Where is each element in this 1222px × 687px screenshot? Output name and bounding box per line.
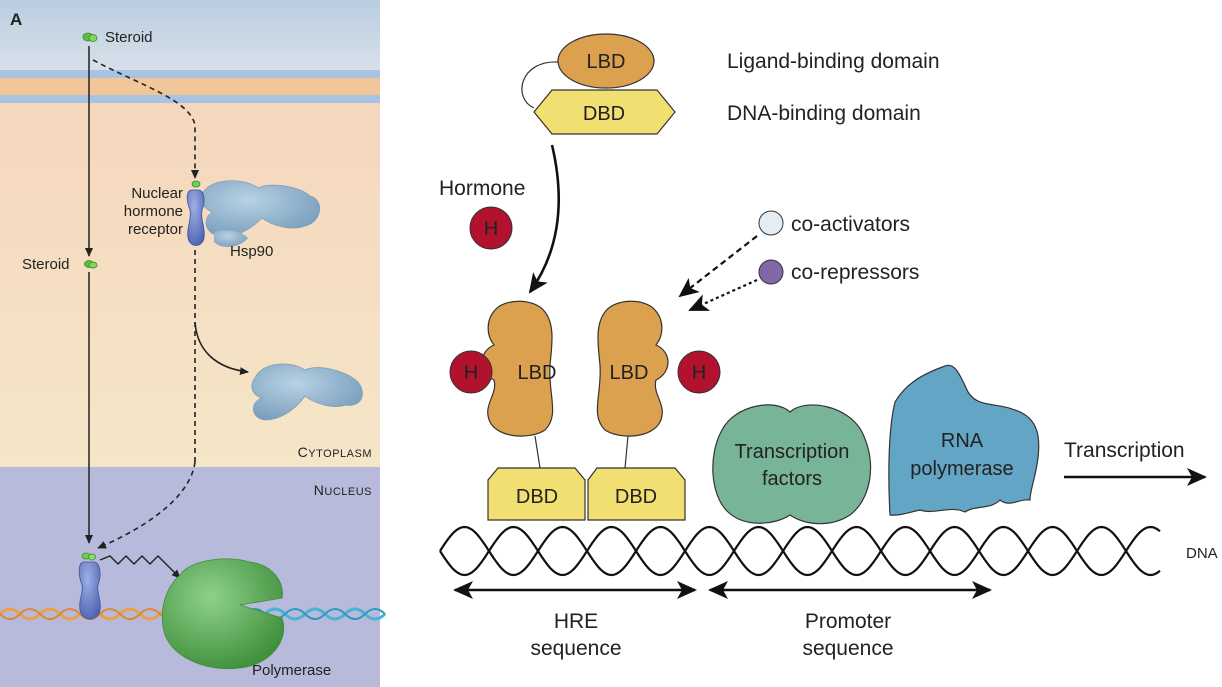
free-hsp90-icon — [251, 363, 363, 421]
promoter-label-line2: sequence — [802, 637, 893, 660]
steroid-molecule-icon — [82, 32, 98, 42]
nuclear-hormone-receptor-icon — [186, 180, 205, 246]
receptor-monomer-left: H LBD DBD — [449, 300, 586, 521]
co-activator-icon — [758, 210, 784, 236]
nucleus-label: NUCLEUS — [314, 482, 372, 498]
polymerase-label: Polymerase — [252, 662, 331, 679]
linker-line — [624, 435, 629, 469]
hormone-icon — [469, 206, 513, 250]
hormone-binding-arrow — [528, 144, 560, 294]
legend-lbd-description: Ligand-binding domain — [727, 50, 940, 73]
lbd-shape — [481, 300, 554, 437]
linker-line — [534, 435, 541, 469]
lbd-text: LBD — [610, 362, 649, 384]
bound-hormone-icon — [677, 350, 721, 394]
rna-polymerase-line2: polymerase — [910, 458, 1013, 480]
dbd-text: DBD — [615, 486, 657, 508]
co-activator-arrow — [678, 235, 758, 298]
linker-line — [521, 61, 559, 109]
hsp90-release-arrow — [194, 321, 249, 376]
dbd-text: DBD — [516, 486, 558, 508]
receptor-label-line3: receptor — [128, 221, 183, 238]
cytoplasm-label: CYTOPLASM — [298, 444, 372, 460]
hormone-symbol: H — [484, 218, 498, 240]
cytoplasm-region — [0, 103, 380, 467]
hre-label-line2: sequence — [530, 637, 621, 660]
dna-double-helix — [439, 525, 1161, 577]
hormone-label: Hormone — [439, 177, 525, 200]
rna-polymerase-shape — [888, 364, 1040, 516]
lbd-shape — [596, 300, 669, 437]
cytoplasm-label-rest: YTOPLASM — [308, 448, 372, 460]
steroid-label-top: Steroid — [105, 29, 153, 46]
dna-strand-2 — [439, 525, 1161, 577]
transcription-factors-line1: Transcription — [735, 441, 850, 463]
rna-polymerase-line1: RNA — [941, 430, 984, 452]
bound-hormone-icon — [449, 350, 493, 394]
promoter-label-line1: Promoter — [805, 610, 891, 633]
dna-bound-receptor-icon — [78, 552, 101, 620]
panel-letter: A — [10, 10, 22, 29]
bound-hormone-symbol: H — [692, 362, 706, 384]
nucleus-label-rest: UCLEUS — [324, 486, 372, 498]
steroid-label-mid: Steroid — [22, 256, 70, 273]
legend-dbd-shape — [533, 89, 676, 135]
dbd-shape — [587, 467, 686, 521]
legend-dbd-text: DBD — [583, 103, 625, 125]
hsp90-complex — [200, 180, 320, 247]
receptor-binding-dashed-arrow — [92, 59, 199, 179]
legend-lbd-text: LBD — [587, 51, 626, 73]
hsp90-label: Hsp90 — [230, 243, 273, 260]
co-activators-label: co-activators — [791, 213, 910, 236]
extracellular-space — [0, 0, 380, 72]
transcription-factors-shape — [712, 404, 872, 525]
co-repressor-arrow — [688, 278, 758, 312]
panel-a: A Steroid Steroid Nuclear hormone recept… — [0, 0, 387, 687]
dbd-shape — [487, 467, 586, 521]
receptor-label-line2: hormone — [124, 203, 183, 220]
steroid-molecule-icon — [84, 260, 98, 269]
hre-label-line1: HRE — [554, 610, 598, 633]
dna-strand-1 — [439, 525, 1161, 577]
legend-dbd-description: DNA-binding domain — [727, 102, 921, 125]
bound-hormone-symbol: H — [464, 362, 478, 384]
nuclear-import-dashed-arrow — [97, 461, 196, 549]
legend-lbd-shape — [557, 33, 655, 89]
cell-membrane — [0, 70, 380, 103]
receptor-label-line1: Nuclear — [131, 185, 183, 202]
activation-signal-arrow — [99, 555, 181, 579]
lbd-text: LBD — [518, 362, 557, 384]
transcription-factors-line2: factors — [762, 468, 822, 490]
co-repressors-label: co-repressors — [791, 261, 919, 284]
transcription-arrow-label: Transcription — [1064, 439, 1185, 462]
co-repressor-icon — [758, 259, 784, 285]
panel-b: LBD DBD Ligand-binding domain DNA-bindin… — [439, 33, 1218, 660]
polymerase-icon — [161, 558, 284, 670]
receptor-monomer-right: H LBD DBD — [587, 300, 721, 521]
dna-label: DNA — [1186, 545, 1218, 562]
